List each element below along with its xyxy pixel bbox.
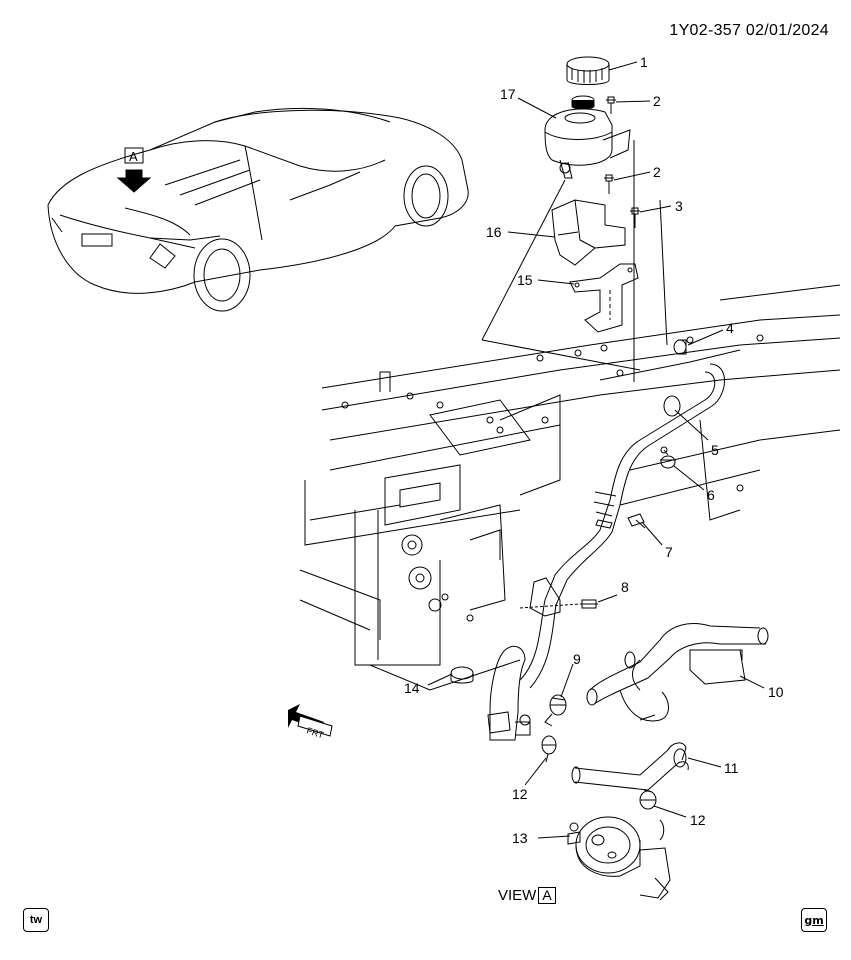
callout-13: 13 xyxy=(512,830,528,846)
coolant-hose-5 xyxy=(519,363,725,689)
hose-bracket-bolt-8 xyxy=(519,577,598,617)
callout-8: 8 xyxy=(621,579,629,595)
car-callout-letter: A xyxy=(129,149,138,164)
surge-tank xyxy=(544,108,631,179)
surge-tank-cap xyxy=(566,56,610,110)
hose-clamp-4 xyxy=(673,339,687,355)
hose-clamp-12-left xyxy=(541,735,557,763)
view-letter: A xyxy=(538,887,556,904)
alignment-lines xyxy=(481,140,668,382)
callout-14: 14 xyxy=(404,680,420,696)
callout-17: 17 xyxy=(500,86,516,102)
callout-10: 10 xyxy=(768,684,784,700)
coolant-hose-14 xyxy=(487,645,531,741)
hose-clip-7 xyxy=(627,513,646,529)
front-direction-arrow: FRT xyxy=(288,704,333,740)
callout-2-lower: 2 xyxy=(653,164,661,180)
callout-6: 6 xyxy=(707,487,715,503)
surge-tank-bracket-lower xyxy=(569,263,639,333)
hose-clamp-6 xyxy=(660,446,676,469)
callout-15: 15 xyxy=(517,272,533,288)
gm-logo: gm xyxy=(801,908,827,932)
diagram-code: 1Y02-357 02/01/2024 xyxy=(669,22,829,39)
tw-logo: tw xyxy=(23,908,49,932)
hose-clamp-9 xyxy=(544,694,567,727)
coolant-hose-11 xyxy=(571,742,689,791)
callout-3: 3 xyxy=(675,198,683,214)
callout-16: 16 xyxy=(486,224,502,240)
hose-clamp-14 xyxy=(450,666,474,684)
bolts xyxy=(604,96,640,228)
coolant-hose-10 xyxy=(586,623,769,722)
leader-lines xyxy=(427,61,765,839)
coolant-pump-13 xyxy=(567,816,671,901)
callout-5: 5 xyxy=(711,442,719,458)
callout-9: 9 xyxy=(573,651,581,667)
callout-7: 7 xyxy=(665,544,673,560)
view-prefix: VIEW xyxy=(498,887,537,904)
surge-tank-bracket-upper xyxy=(551,199,626,266)
underbody-structure xyxy=(299,284,841,691)
car-overview-illustration xyxy=(47,107,469,312)
callout-1: 1 xyxy=(640,54,648,70)
callout-12-left: 12 xyxy=(512,786,528,802)
callout-11: 11 xyxy=(724,760,739,776)
callout-12-right: 12 xyxy=(690,812,706,828)
car-view-callout xyxy=(116,147,152,193)
callout-4: 4 xyxy=(726,320,734,336)
mount-hardware xyxy=(401,534,442,612)
hose-clamp-12-right xyxy=(639,789,657,810)
callout-2-upper: 2 xyxy=(653,93,661,109)
